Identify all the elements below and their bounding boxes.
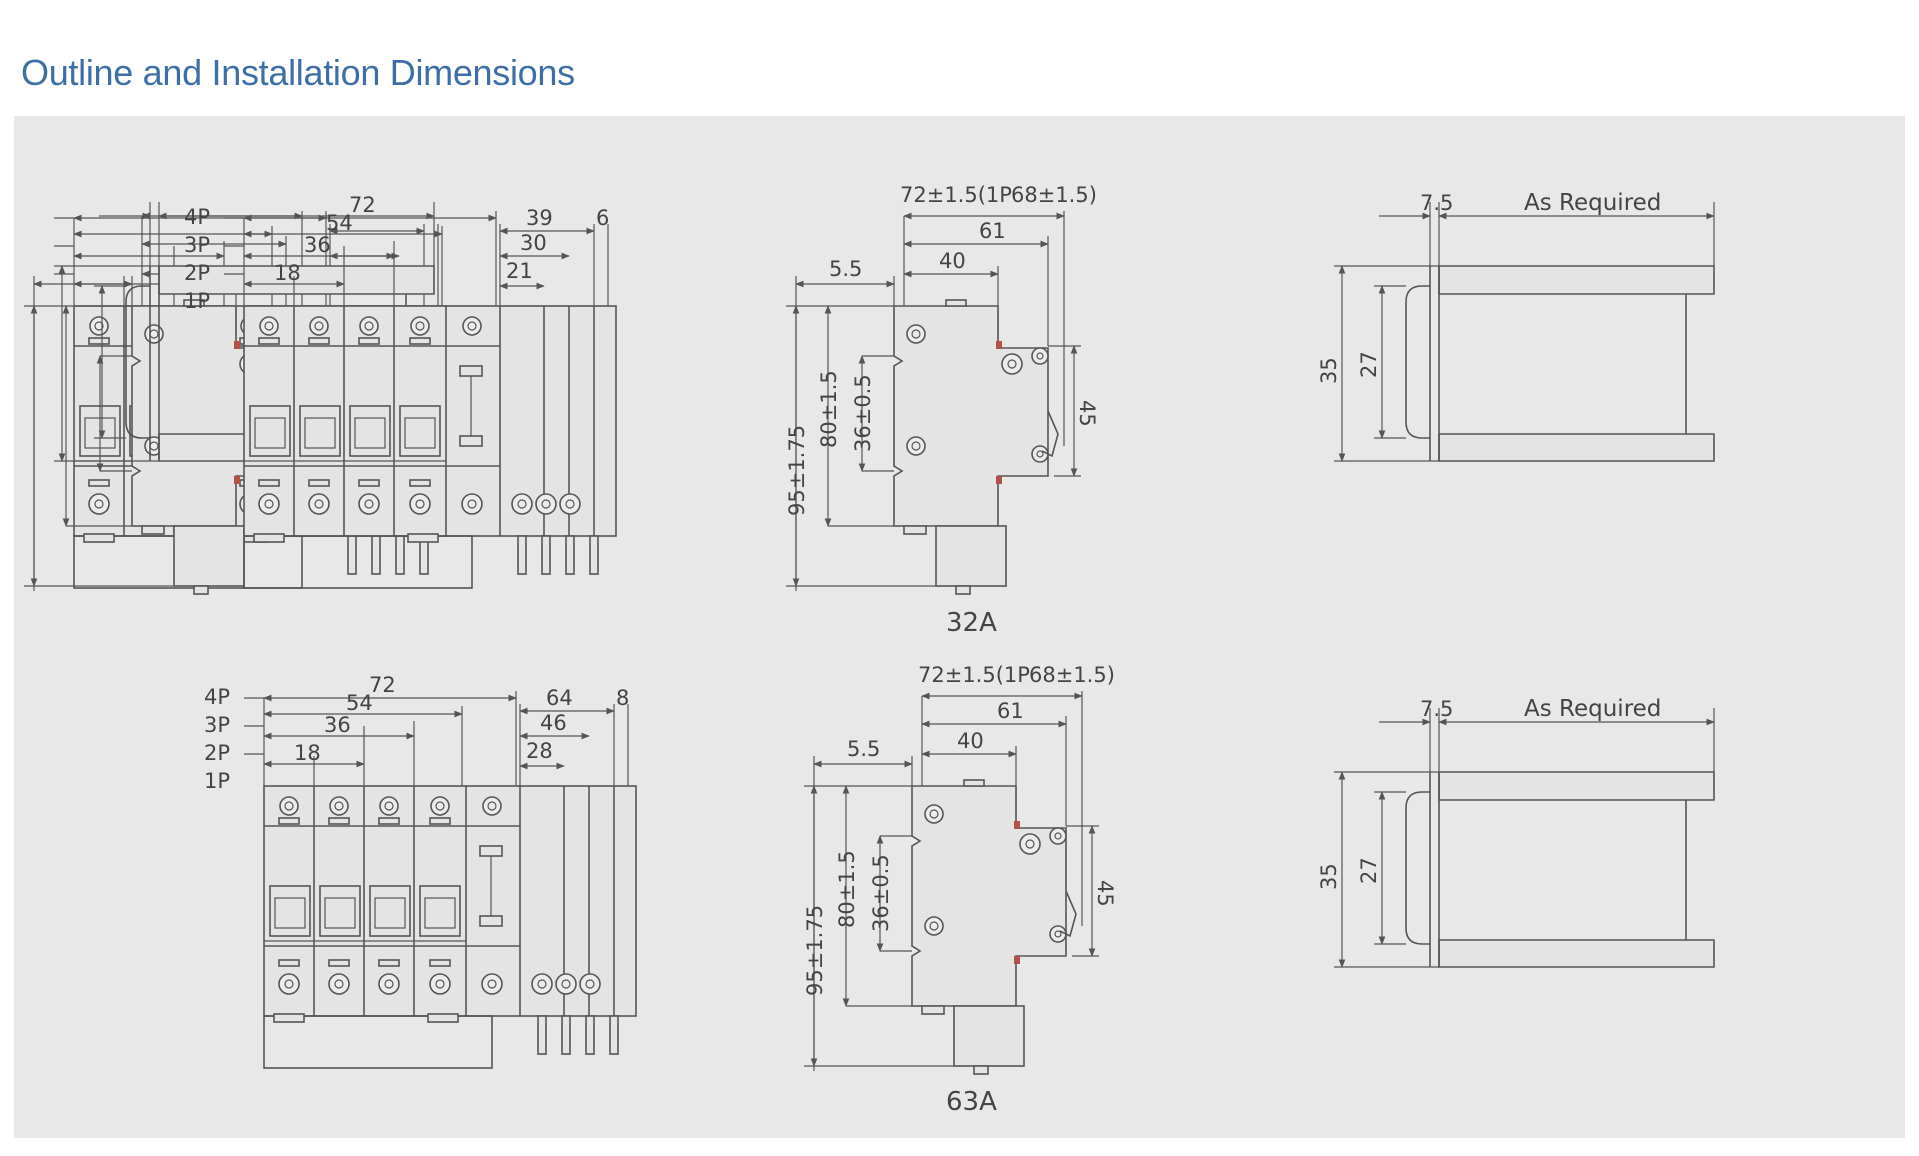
dim-18: 18 <box>294 741 321 765</box>
label-2p: 2P <box>204 741 230 765</box>
dim-68: 68±1.5) <box>1029 663 1115 687</box>
side-view-63a: 72±1.5(1P 68±1.5) 61 40 5.5 95±1.75 80±1… <box>803 663 1117 1117</box>
dim-aux4: 6 <box>596 206 609 230</box>
dim-72: 72 <box>349 193 376 217</box>
front-view-32a: 4P 3P 2P 1P 72 54 36 18 39 30 21 6 <box>184 193 616 588</box>
dim-80: 80±1.5 <box>835 850 859 928</box>
dim-72-1p: 72±1.5(1P <box>900 183 1012 207</box>
label-3p: 3P <box>184 233 210 257</box>
dim-aux1: 64 <box>546 686 573 710</box>
dim-18: 18 <box>274 261 301 285</box>
dim-aux3: 28 <box>526 739 553 763</box>
dim-aux2: 30 <box>520 231 547 255</box>
label-1p: 1P <box>184 289 210 313</box>
dim-5-5: 5.5 <box>829 257 862 281</box>
dim-80: 80±1.5 <box>817 370 841 448</box>
row-63a: 4P 3P 2P 1P 72 54 36 18 64 46 28 8 72±1.… <box>204 663 1714 1117</box>
dim-aux1: 39 <box>526 206 553 230</box>
rail-view-63a: 7.5 As Required 35 27 <box>1317 696 1714 967</box>
front-view-63a: 4P 3P 2P 1P 72 54 36 18 64 46 28 8 <box>204 673 636 1068</box>
as-required-label: As Required <box>1524 696 1661 722</box>
dim-61: 61 <box>979 219 1006 243</box>
dim-54: 54 <box>346 691 373 715</box>
dim-27: 27 <box>1357 857 1381 884</box>
dim-36: 36 <box>324 713 351 737</box>
dim-36: 36 <box>304 233 331 257</box>
dim-68: 68±1.5) <box>1011 183 1097 207</box>
label-3p: 3P <box>204 713 230 737</box>
label-1p: 1P <box>204 769 230 793</box>
dim-72-1p: 72±1.5(1P <box>918 663 1030 687</box>
caption-32a: 32A <box>946 608 997 638</box>
dim-54: 54 <box>326 211 353 235</box>
dim-95: 95±1.75 <box>803 905 827 996</box>
label-2p: 2P <box>184 261 210 285</box>
page-title: Outline and Installation Dimensions <box>21 52 575 93</box>
dim-27: 27 <box>1357 351 1381 378</box>
dim-95: 95±1.75 <box>785 425 809 516</box>
dim-7-5: 7.5 <box>1420 697 1453 721</box>
dim-aux3: 21 <box>506 259 533 283</box>
dim-aux4: 8 <box>616 686 629 710</box>
dim-45: 45 <box>1093 880 1117 907</box>
dimension-drawings: 4P 3P 2P 1P 72 54 36 18 39 30 21 6 72±1.… <box>24 183 1905 1117</box>
dim-36-05: 36±0.5 <box>851 374 875 452</box>
drawing-panel: 4P 3P 2P 1P 72 54 36 18 39 30 21 6 72±1.… <box>14 116 1905 1138</box>
as-required-label: As Required <box>1524 190 1661 216</box>
dim-35: 35 <box>1317 357 1341 384</box>
dim-35: 35 <box>1317 863 1341 890</box>
dim-61: 61 <box>997 699 1024 723</box>
rail-view-32a: 7.5 As Required 35 27 <box>1317 190 1714 461</box>
dim-72: 72 <box>369 673 396 697</box>
side-view-32a: 72±1.5(1P 68±1.5) 61 40 5.5 95±1.75 80±1… <box>785 183 1099 638</box>
dim-aux2: 46 <box>540 711 567 735</box>
label-4p: 4P <box>204 685 230 709</box>
dim-5-5: 5.5 <box>847 737 880 761</box>
dim-36-05: 36±0.5 <box>869 854 893 932</box>
dim-7-5: 7.5 <box>1420 191 1453 215</box>
row-32a: 4P 3P 2P 1P 72 54 36 18 39 30 21 6 72±1.… <box>184 183 1714 638</box>
dim-40: 40 <box>957 729 984 753</box>
dim-40: 40 <box>939 249 966 273</box>
label-4p: 4P <box>184 205 210 229</box>
dim-45: 45 <box>1075 400 1099 427</box>
caption-63a: 63A <box>946 1087 997 1117</box>
